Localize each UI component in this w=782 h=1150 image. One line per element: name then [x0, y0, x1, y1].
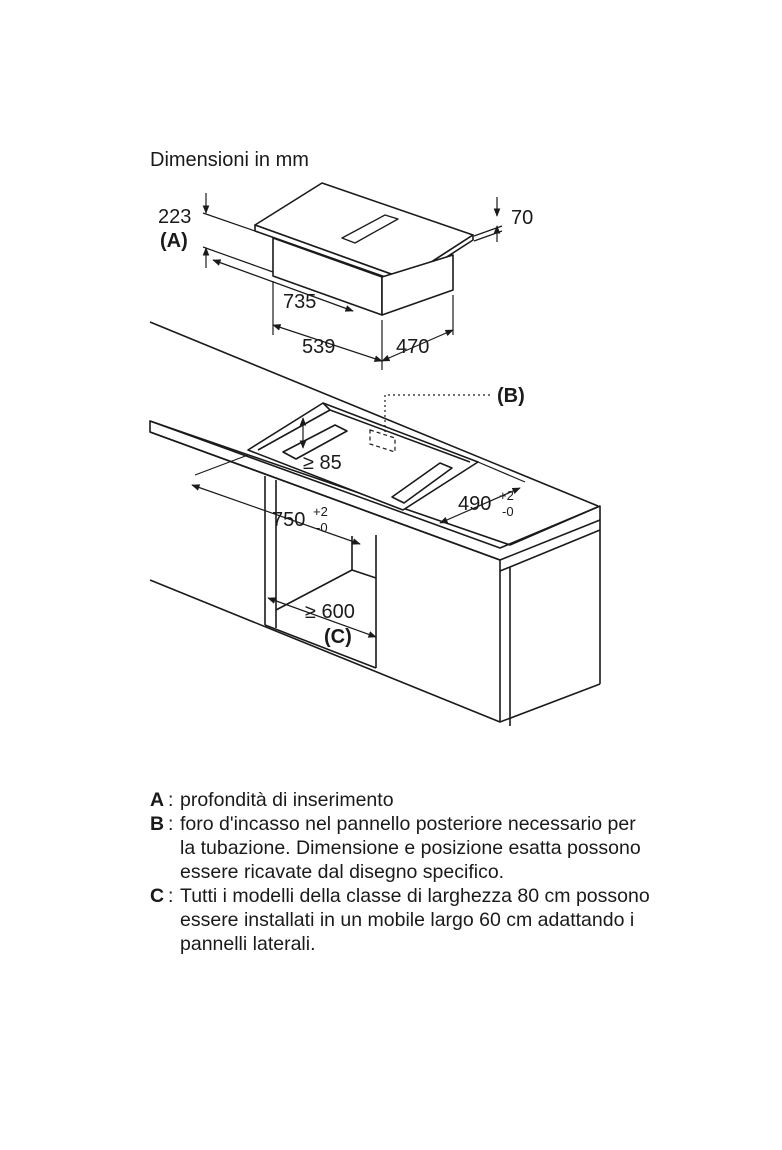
legend-key: B: [150, 813, 165, 835]
dim-490-tol-plus: +2: [499, 488, 514, 503]
legend-entry-a: A: profondità di inserimento: [150, 788, 650, 812]
dim-539: 539: [302, 336, 335, 358]
legend-separator: :: [168, 813, 174, 835]
dim-85: ≥ 85: [303, 452, 342, 474]
legend-separator: :: [168, 789, 174, 811]
dim-470: 470: [396, 336, 429, 358]
connection-hole-marker: [369, 394, 490, 453]
dim-70: 70: [511, 207, 533, 229]
dim-750-tol-plus: +2: [313, 504, 328, 519]
legend-text: foro d'incasso nel pannello posteriore n…: [180, 813, 641, 883]
dim-600: ≥ 600: [305, 601, 355, 623]
legend-key: C: [150, 885, 165, 907]
dim-750: 750: [272, 509, 305, 531]
installation-diagram: Dimensioni in mm 223 (A) 70 735 539 470 …: [149, 149, 601, 726]
legend-entry-c: C: Tutti i modelli della classe di largh…: [150, 884, 650, 956]
dim-223: 223: [158, 206, 191, 228]
ref-c-label: (C): [324, 626, 352, 648]
legend: A: profondità di inserimento B: foro d'i…: [150, 788, 650, 956]
legend-separator: :: [168, 885, 174, 907]
legend-text: Tutti i modelli della classe di larghezz…: [180, 885, 650, 955]
counter-dimensions: [191, 417, 526, 638]
diagram-title: Dimensioni in mm: [150, 149, 309, 171]
ref-a-label: (A): [160, 230, 188, 252]
dim-750-tol-minus: -0: [316, 520, 328, 535]
dim-735: 735: [283, 291, 316, 313]
legend-key: A: [150, 789, 165, 811]
cooktop-dimensions: [202, 193, 503, 370]
legend-entry-b: B: foro d'incasso nel pannello posterior…: [150, 812, 650, 884]
legend-text: profondità di inserimento: [180, 789, 394, 811]
dim-490: 490: [458, 493, 491, 515]
countertop-drawing: [149, 321, 601, 726]
ref-b-label: (B): [497, 385, 525, 407]
dim-490-tol-minus: -0: [502, 504, 514, 519]
